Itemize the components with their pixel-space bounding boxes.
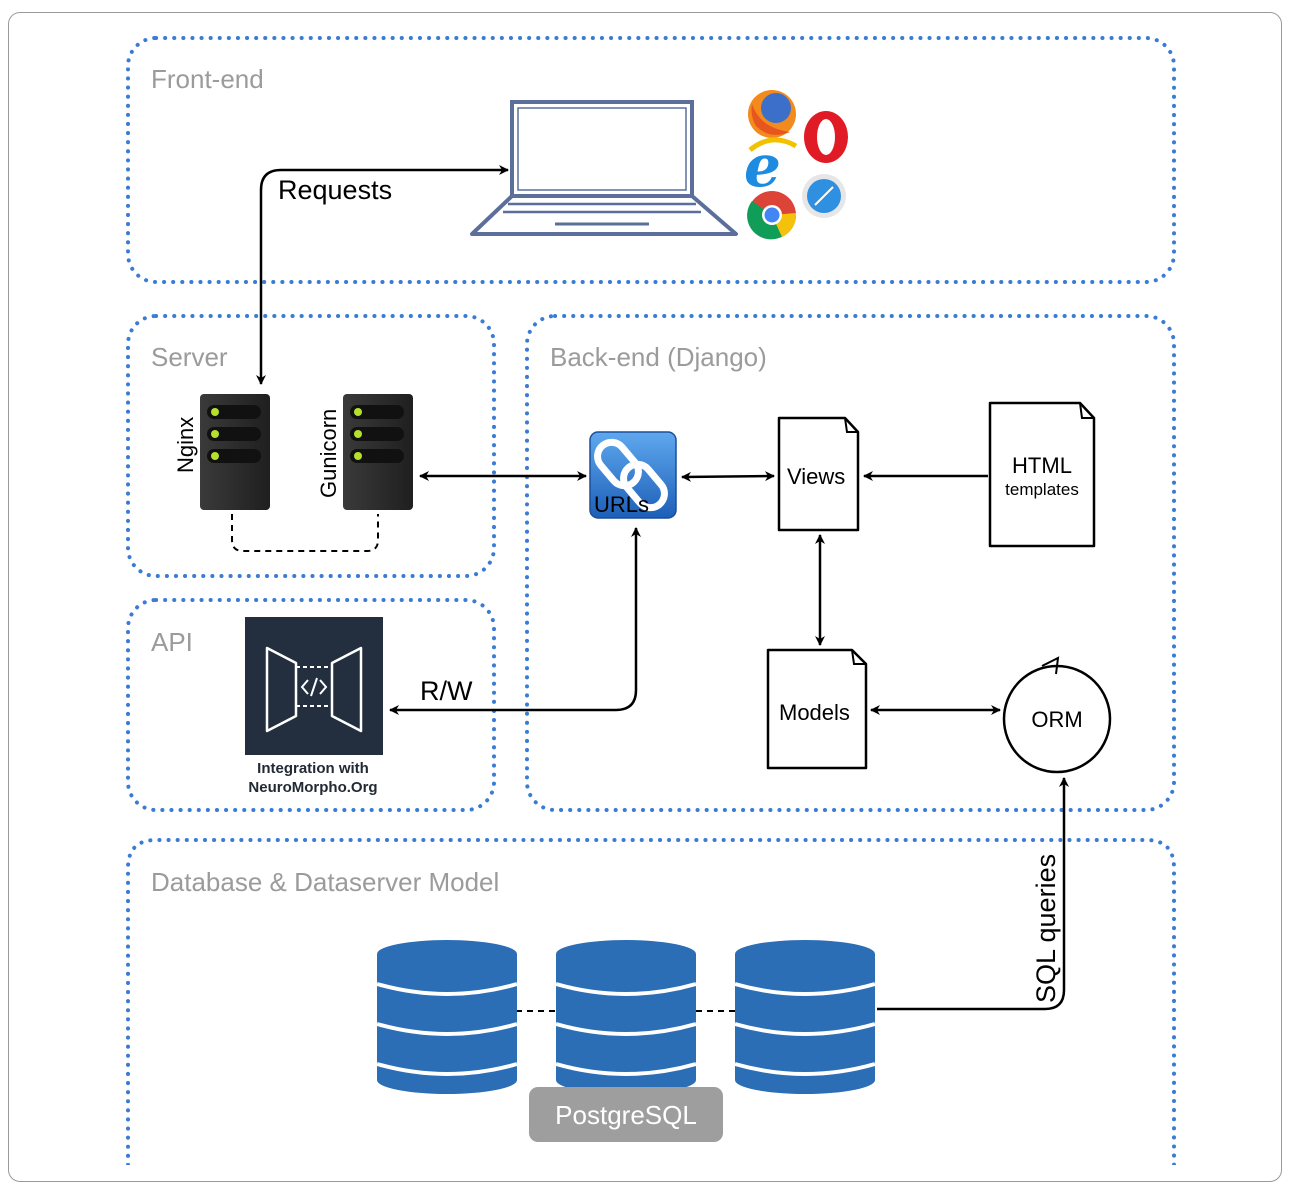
ie-icon: e bbox=[744, 132, 798, 200]
urls-label: URLs bbox=[594, 492, 649, 517]
opera-icon bbox=[804, 111, 848, 163]
backend-section bbox=[525, 314, 1176, 812]
rw-arrow bbox=[389, 527, 641, 715]
postgresql-badge bbox=[529, 1087, 723, 1142]
html-templates-document bbox=[988, 401, 1096, 548]
chrome-icon bbox=[747, 191, 797, 240]
gunicorn-server-icon bbox=[343, 394, 413, 510]
api-section bbox=[126, 598, 496, 812]
database-section bbox=[126, 838, 1176, 1165]
database-icon bbox=[734, 940, 876, 1094]
rw-label: R/W bbox=[420, 676, 473, 706]
urls-views-arrow bbox=[681, 471, 775, 482]
sql-queries-arrow bbox=[877, 777, 1069, 1011]
api-title: API bbox=[151, 627, 193, 657]
database-icon bbox=[376, 940, 518, 1094]
api-integration-icon bbox=[245, 617, 383, 755]
orm-label: ORM bbox=[1031, 707, 1082, 732]
api-caption-line1: Integration with bbox=[257, 760, 369, 777]
views-document bbox=[777, 416, 860, 532]
frontend-section bbox=[126, 36, 1176, 284]
database-icon bbox=[555, 940, 697, 1094]
link-icon bbox=[589, 431, 677, 519]
templates-label: templates bbox=[1005, 480, 1079, 499]
gunicorn-label: Gunicorn bbox=[316, 409, 341, 498]
nginx-server-icon bbox=[200, 394, 270, 510]
api-caption-line2: NeuroMorpho.Org bbox=[248, 779, 377, 796]
server-dashed-link bbox=[231, 514, 379, 552]
frontend-title: Front-end bbox=[151, 64, 264, 94]
backend-title: Back-end (Django) bbox=[550, 342, 767, 372]
laptop-icon bbox=[470, 100, 738, 236]
models-label: Models bbox=[779, 700, 850, 725]
sql-queries-label: SQL queries bbox=[1031, 854, 1061, 1003]
firefox-icon bbox=[748, 90, 796, 138]
requests-label: Requests bbox=[278, 175, 392, 205]
server-title: Server bbox=[151, 342, 228, 372]
html-label: HTML bbox=[1012, 453, 1072, 478]
nginx-label: Nginx bbox=[173, 417, 198, 473]
safari-icon bbox=[802, 174, 846, 218]
postgresql-label: PostgreSQL bbox=[555, 1100, 697, 1130]
orm-node bbox=[1002, 656, 1112, 774]
requests-arrow bbox=[256, 165, 509, 385]
database-title: Database & Dataserver Model bbox=[151, 867, 499, 897]
views-label: Views bbox=[787, 464, 845, 489]
models-document bbox=[766, 648, 868, 770]
